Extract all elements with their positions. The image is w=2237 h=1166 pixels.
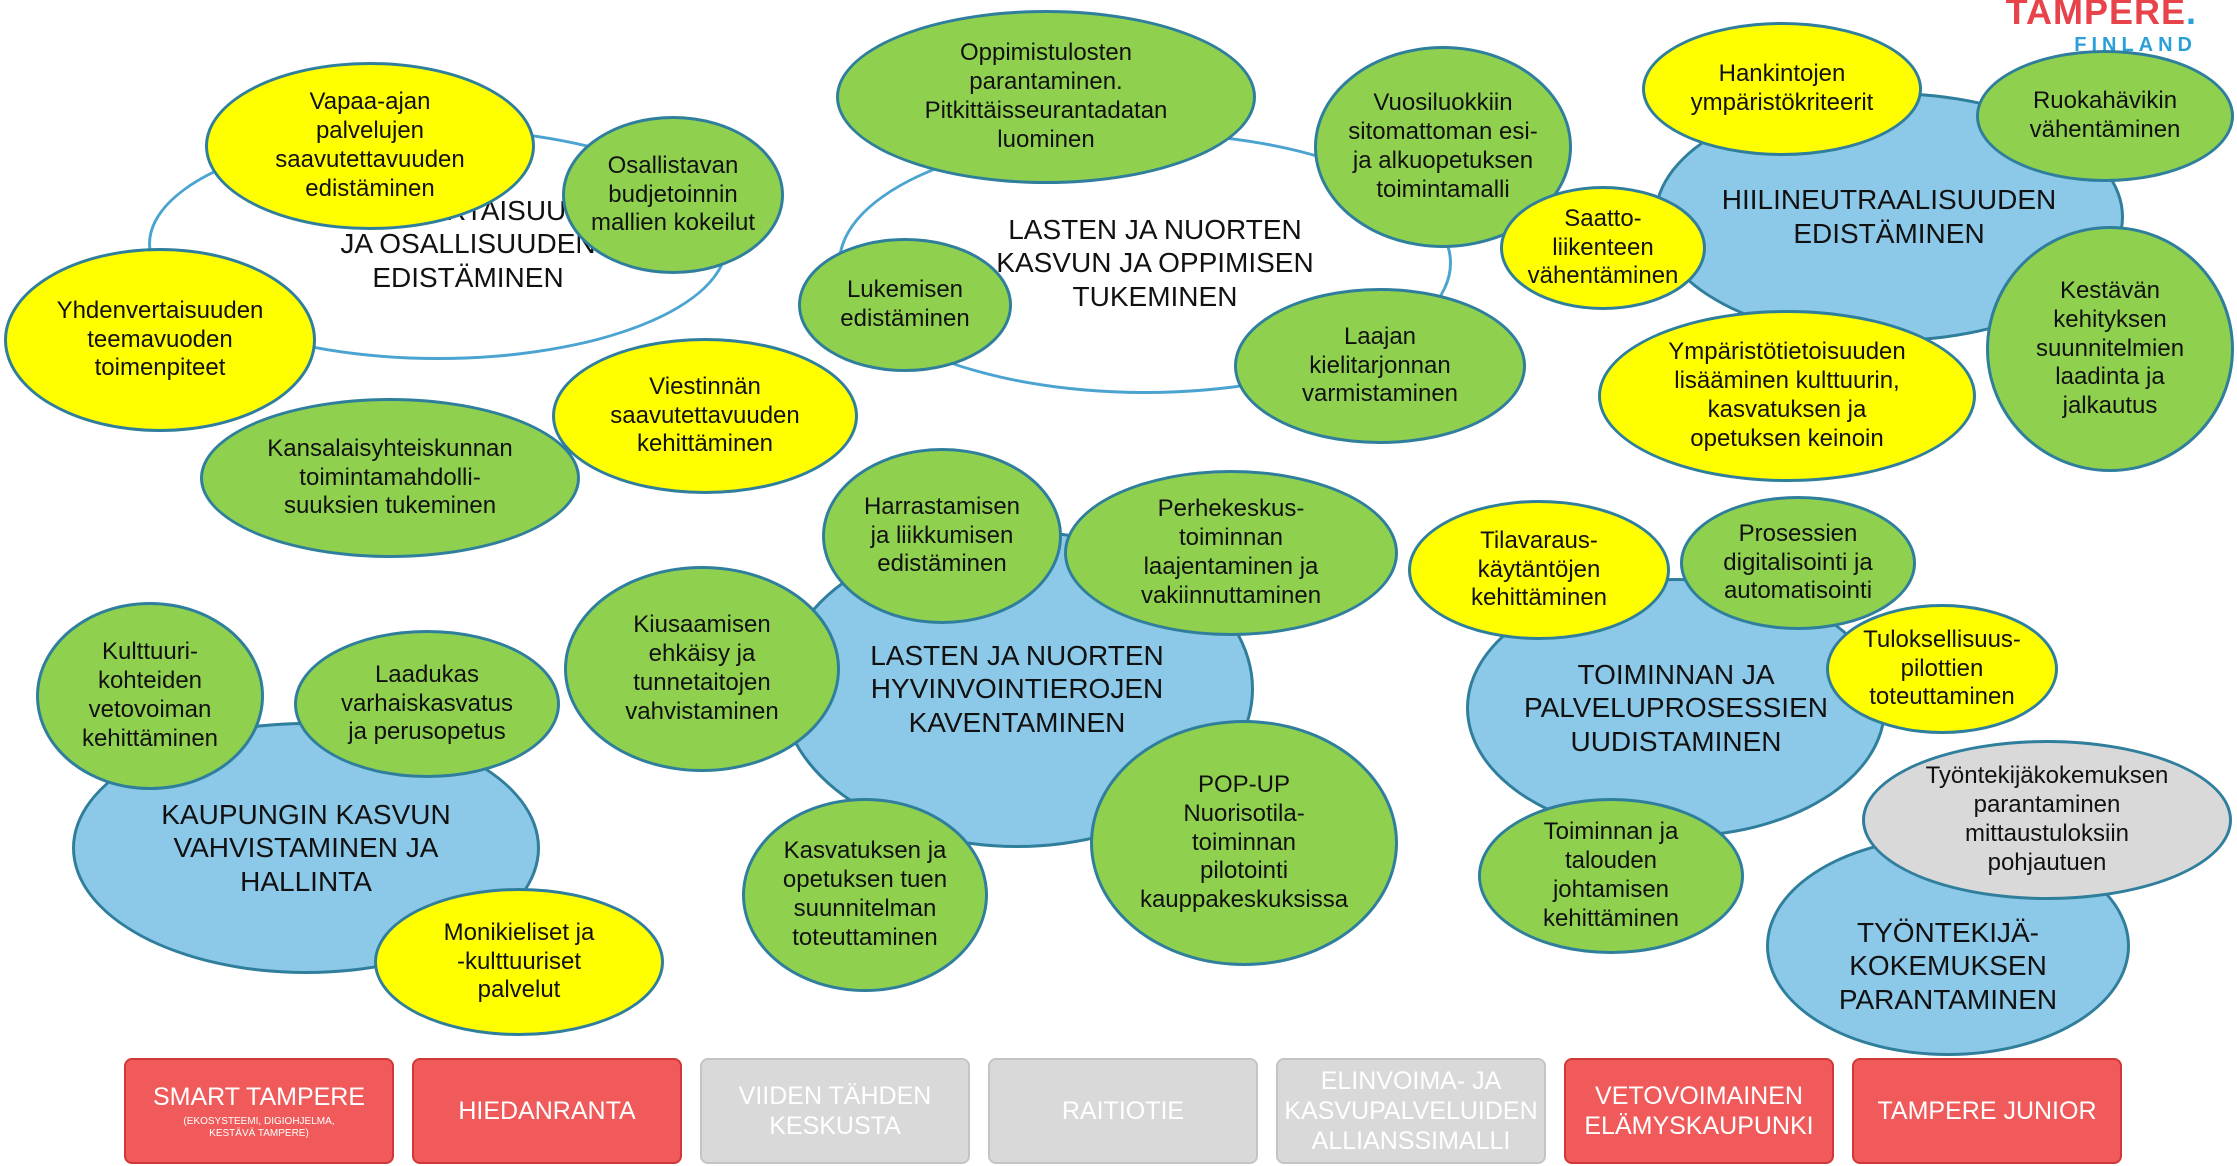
program-sublabel: (EKOSYSTEEMI, DIGIOHJELMA, KESTÄVÄ TAMPE… bbox=[183, 1116, 335, 1139]
bubble-viestinnan-saavutettavuus: Viestinnän saavutettavuuden kehittäminen bbox=[552, 338, 858, 494]
cluster-title: TOIMINNAN JA PALVELUPROSESSIEN UUDISTAMI… bbox=[1524, 658, 1828, 757]
cluster-title: LASTEN JA NUORTEN HYVINVOINTIEROJEN KAVE… bbox=[870, 639, 1164, 738]
bubble-tyontekijakokemus-mittaus: Työntekijäkokemuksen parantaminen mittau… bbox=[1862, 740, 2232, 900]
bubble-pop-up-nuorisotila: POP-UP Nuorisotila- toiminnan pilotointi… bbox=[1090, 720, 1398, 966]
bubble-oppimistulokset: Oppimistulosten parantaminen. Pitkittäis… bbox=[836, 10, 1256, 184]
cluster-title: HIILINEUTRAALISUUDEN EDISTÄMINEN bbox=[1721, 184, 2057, 249]
bubble-saattoliikenne: Saatto- liikenteen vähentäminen bbox=[1500, 186, 1706, 310]
cluster-title: TYÖNTEKIJÄ- KOKEMUKSEN PARANTAMINEN bbox=[1838, 916, 2058, 1015]
bubble-monikieliset-palvelut: Monikieliset ja -kulttuuriset palvelut bbox=[374, 888, 664, 1036]
logo-wordmark: TAMPERE bbox=[2005, 0, 2186, 32]
bubble-kansalaisyhteiskunta: Kansalaisyhteiskunnan toimintamahdolli- … bbox=[200, 398, 580, 558]
bubble-kestava-kehitys: Kestävän kehityksen suunnitelmien laadin… bbox=[1986, 226, 2234, 472]
bubble-johtamisen-kehittaminen: Toiminnan ja talouden johtamisen kehittä… bbox=[1478, 798, 1744, 954]
program-box-raitiotie[interactable]: RAITIOTIE bbox=[988, 1058, 1258, 1164]
cluster-lasten-kasvu-main: LASTEN JA NUORTEN KASVUN JA OPPIMISEN TU… bbox=[838, 132, 1452, 394]
program-box-vetovoimainen-elamyskaupunki[interactable]: VETOVOIMAINEN ELÄMYSKAUPUNKI bbox=[1564, 1058, 1834, 1164]
bubble-laadukas-varhaiskasvatus: Laadukas varhaiskasvatus ja perusopetus bbox=[294, 630, 560, 778]
program-box-smart-tampere[interactable]: SMART TAMPERE (EKOSYSTEEMI, DIGIOHJELMA,… bbox=[124, 1058, 394, 1164]
program-box-hiedanranta[interactable]: HIEDANRANTA bbox=[412, 1058, 682, 1164]
bubble-tilavaraus: Tilavaraus- käytäntöjen kehittäminen bbox=[1408, 500, 1670, 640]
bubble-harrastaminen: Harrastamisen ja liikkumisen edistäminen bbox=[822, 448, 1062, 624]
program-box-viiden-tahden-keskusta[interactable]: VIIDEN TÄHDEN KESKUSTA bbox=[700, 1058, 970, 1164]
bubble-kasvatuksen-tuki: Kasvatuksen ja opetuksen tuen suunnitelm… bbox=[742, 798, 988, 992]
bubble-kulttuurikohteet: Kulttuuri- kohteiden vetovoiman kehittäm… bbox=[36, 602, 264, 790]
bubble-vapaa-ajan: Vapaa-ajan palvelujen saavutettavuuden e… bbox=[205, 62, 535, 230]
program-label: HIEDANRANTA bbox=[458, 1097, 636, 1125]
bubble-kielitarjonta: Laajan kielitarjonnan varmistaminen bbox=[1234, 288, 1526, 444]
bubble-lukemisen-edistaminen: Lukemisen edistäminen bbox=[798, 238, 1012, 372]
bubble-kiusaaminen: Kiusaamisen ehkäisy ja tunnetaitojen vah… bbox=[564, 566, 840, 772]
bubble-tuloksellisuuspilotit: Tuloksellisuus- pilottien toteuttaminen bbox=[1826, 604, 2058, 734]
logo-dot: . bbox=[2185, 0, 2197, 32]
program-label: SMART TAMPERE bbox=[152, 1083, 366, 1111]
bubble-osallistava-budjetointi: Osallistavan budjetoinnin mallien kokeil… bbox=[562, 116, 784, 274]
bubble-hankintojen-kriteerit: Hankintojen ympäristökriteerit bbox=[1642, 22, 1922, 156]
program-label: TAMPERE JUNIOR bbox=[1877, 1097, 2097, 1125]
program-box-tampere-junior[interactable]: TAMPERE JUNIOR bbox=[1852, 1058, 2122, 1164]
program-label: VETOVOIMAINEN ELÄMYSKAUPUNKI bbox=[1584, 1082, 1814, 1140]
program-label: VIIDEN TÄHDEN KESKUSTA bbox=[738, 1082, 932, 1140]
bubble-ymparistotietoisuus: Ympäristötietoisuuden lisääminen kulttuu… bbox=[1598, 310, 1976, 482]
cluster-title: KAUPUNGIN KASVUN VAHVISTAMINEN JA HALLIN… bbox=[161, 798, 451, 897]
bubble-perhekeskus: Perhekeskus- toiminnan laajentaminen ja … bbox=[1064, 470, 1398, 636]
bubble-ruokahavikki: Ruokahävikin vähentäminen bbox=[1976, 50, 2234, 182]
tampere-logo: TAMPERE. FINLAND bbox=[2006, 0, 2197, 57]
cluster-title: LASTEN JA NUORTEN KASVUN JA OPPIMISEN TU… bbox=[996, 213, 1314, 312]
bubble-yhdenvertaisuuden-teemavuosi: Yhdenvertaisuuden teemavuoden toimenpite… bbox=[4, 248, 316, 432]
program-label: ELINVOIMA- JA KASVUPALVELUIDEN ALLIANSSI… bbox=[1284, 1067, 1538, 1155]
program-label: RAITIOTIE bbox=[1061, 1097, 1185, 1125]
program-box-alliansimalli[interactable]: ELINVOIMA- JA KASVUPALVELUIDEN ALLIANSSI… bbox=[1276, 1058, 1546, 1164]
bubble-prosessien-digitalisointi: Prosessien digitalisointi ja automatisoi… bbox=[1680, 496, 1916, 630]
